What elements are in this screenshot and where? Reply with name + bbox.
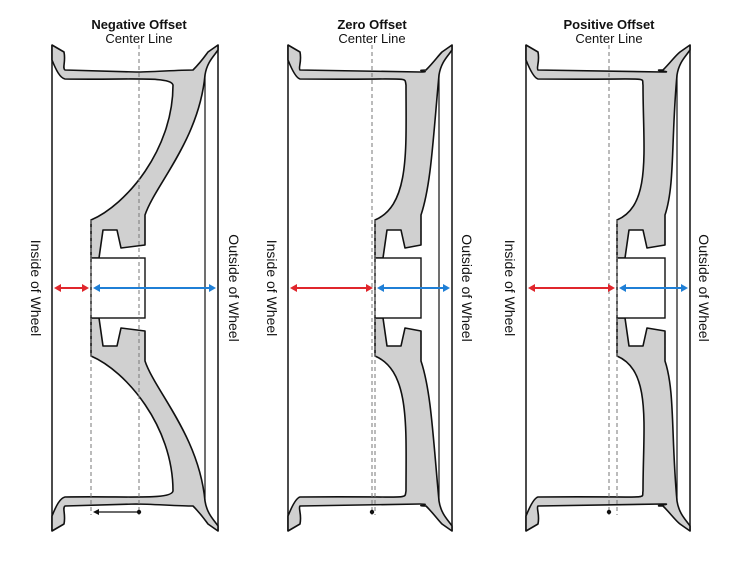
rim-profile-lower: [51, 317, 219, 532]
arrowhead-left: [290, 284, 297, 292]
panel-negative-offset: Negative Offset Center Line Inside of Wh…: [0, 0, 250, 563]
wheel-profile: [525, 44, 691, 532]
wheel-cross-section-positive: [525, 44, 691, 532]
rim-profile-upper: [51, 44, 219, 259]
rim-profile-upper: [525, 44, 691, 259]
wheel-cross-section-zero: [287, 44, 453, 532]
arrowhead-right: [366, 284, 373, 292]
rim-profile-lower: [525, 317, 691, 532]
arrowhead-left: [377, 284, 384, 292]
center-line-label: Center Line: [575, 31, 643, 46]
wheel-profile: [51, 44, 219, 532]
offset-point: [369, 509, 375, 515]
arrowhead-right: [209, 284, 216, 292]
center-line-label: Center Line: [105, 31, 173, 46]
arrowhead-left: [93, 284, 100, 292]
inside-of-wheel-label: Inside of Wheel: [502, 239, 518, 337]
arrowhead-right: [608, 284, 615, 292]
panel-zero-offset: Zero Offset Center Line Inside of Wheel …: [250, 0, 500, 563]
inside-of-wheel-label: Inside of Wheel: [28, 239, 44, 337]
offset-point: [136, 509, 142, 515]
arrowhead-left: [528, 284, 535, 292]
rim-profile-lower: [287, 317, 453, 532]
outside-of-wheel-label: Outside of Wheel: [459, 234, 475, 342]
arrowhead-right: [82, 284, 89, 292]
arrowhead-left: [54, 284, 61, 292]
wheel-cross-section-negative: [51, 44, 219, 532]
arrowhead-right: [443, 284, 450, 292]
offset-arrowhead: [93, 509, 99, 515]
offset-point: [606, 509, 612, 515]
outside-of-wheel-label: Outside of Wheel: [226, 234, 242, 342]
panel-title: Negative Offset: [91, 17, 187, 32]
outside-of-wheel-label: Outside of Wheel: [696, 234, 712, 342]
panel-title: Positive Offset: [563, 17, 655, 32]
panel-positive-offset: Positive Offset Center Line Inside of Wh…: [500, 0, 750, 563]
rim-profile-upper: [287, 44, 453, 259]
arrowhead-right: [681, 284, 688, 292]
panel-title: Zero Offset: [337, 17, 407, 32]
center-line-label: Center Line: [338, 31, 406, 46]
wheel-profile: [287, 44, 453, 532]
arrowhead-left: [619, 284, 626, 292]
inside-of-wheel-label: Inside of Wheel: [264, 239, 280, 337]
